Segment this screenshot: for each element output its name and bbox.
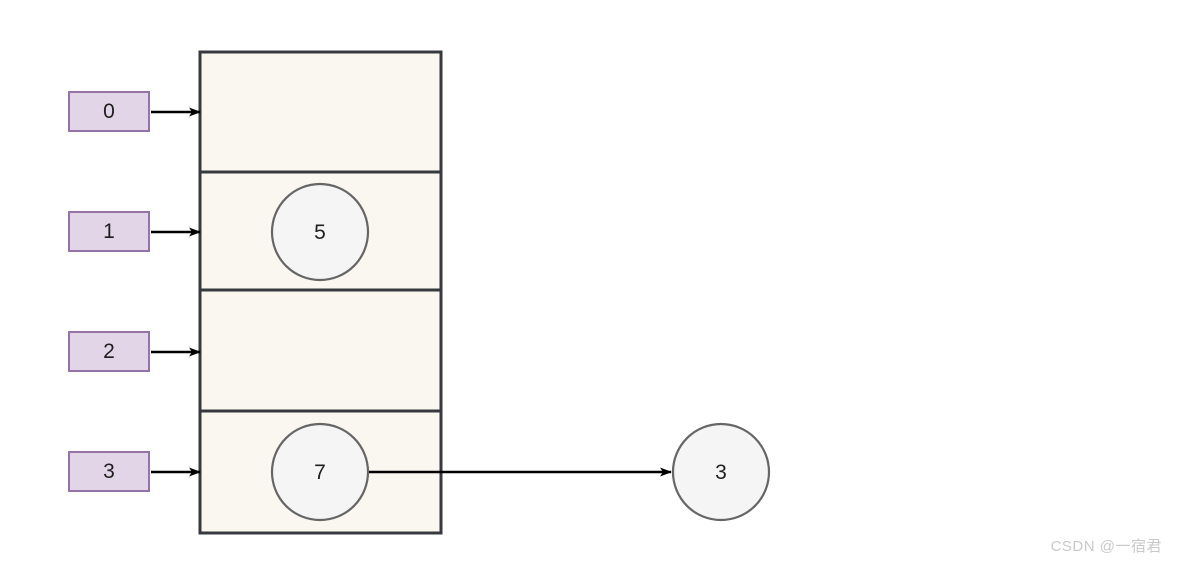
watermark: CSDN @一宿君 xyxy=(1050,538,1162,555)
index-box-0[interactable]: 0 xyxy=(68,91,150,132)
index-box-label: 2 xyxy=(103,340,115,363)
node-circle-5[interactable] xyxy=(270,182,370,282)
index-box-label: 1 xyxy=(103,220,115,243)
index-box-label: 3 xyxy=(103,460,115,483)
node-circle-7[interactable] xyxy=(270,422,370,522)
index-box-2[interactable]: 2 xyxy=(68,331,150,372)
index-arrows xyxy=(151,107,201,477)
index-box-3[interactable]: 3 xyxy=(68,451,150,492)
index-box-label: 0 xyxy=(103,100,115,123)
index-box-1[interactable]: 1 xyxy=(68,211,150,252)
array-cell-0[interactable] xyxy=(198,50,443,174)
node-circle-3[interactable] xyxy=(671,422,771,522)
value-nodes xyxy=(270,182,771,522)
array-cell-2[interactable] xyxy=(198,288,443,413)
